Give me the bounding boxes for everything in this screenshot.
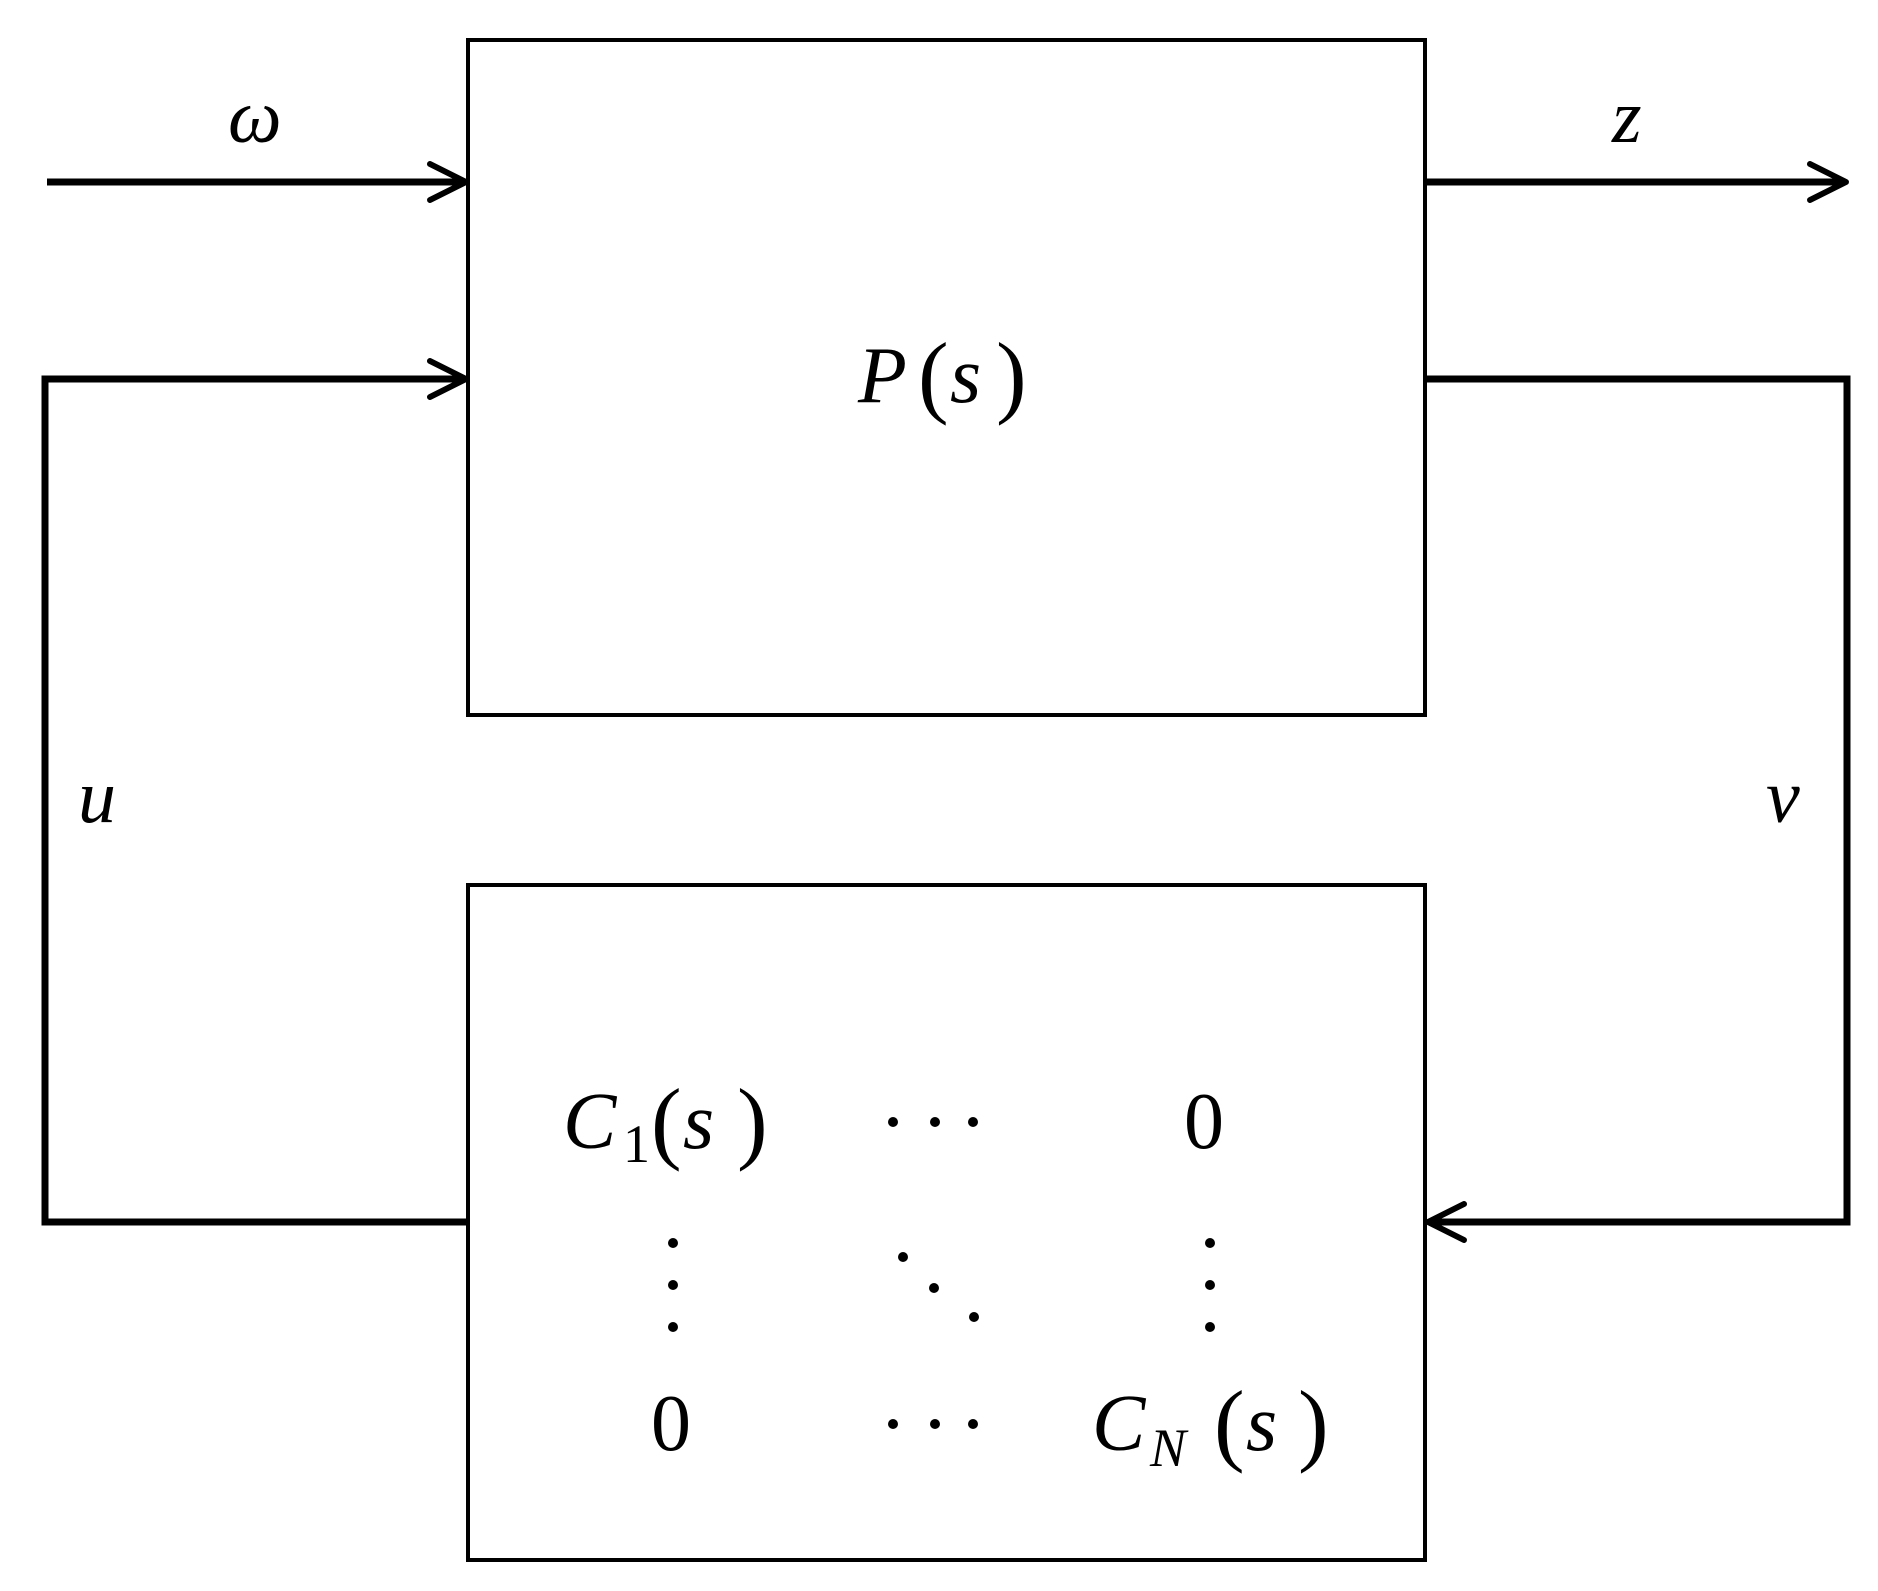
plant-symbol: P: [857, 332, 907, 420]
plant-argument: s: [950, 332, 981, 420]
right-column-ellipsis-icon: [1205, 1238, 1215, 1332]
disturbance-label: ω: [228, 75, 282, 159]
c1-symbol: C: [563, 1078, 618, 1166]
control-input-arrowhead-icon: [427, 358, 469, 400]
disturbance-arrowhead-icon: [427, 161, 469, 203]
measured-output-loop: [1425, 375, 1851, 1226]
matrix-entry-c1: C 1 ( s ): [563, 1070, 768, 1174]
cn-open-paren: (: [1214, 1372, 1245, 1474]
diagonal-ellipsis-icon: [898, 1252, 979, 1322]
top-row-ellipsis-icon: [888, 1117, 978, 1127]
measured-output-label: v: [1766, 755, 1800, 839]
measured-output-arrowhead-icon: [1425, 1201, 1467, 1243]
c1-subscript: 1: [623, 1114, 650, 1174]
cn-subscript: N: [1149, 1418, 1189, 1478]
control-input-label: u: [78, 755, 116, 839]
matrix-entry-zero-bottom-left: 0: [651, 1380, 691, 1468]
left-column-ellipsis-icon: [668, 1238, 678, 1332]
cn-argument: s: [1246, 1380, 1277, 1468]
cn-close-paren: ): [1298, 1372, 1329, 1474]
matrix-entry-zero-top-right: 0: [1184, 1078, 1224, 1166]
control-input-loop: [41, 375, 468, 1226]
matrix-entry-cn: C N ( s ): [1092, 1372, 1329, 1478]
cn-symbol: C: [1092, 1380, 1147, 1468]
controller-block: [466, 883, 1427, 1562]
plant-open-paren: (: [918, 324, 949, 426]
plant-transfer-function: P ( s ): [857, 324, 1027, 426]
controller-matrix: C 1 ( s ) 0: [563, 1070, 1329, 1478]
c1-close-paren: ): [737, 1070, 768, 1172]
c1-argument: s: [683, 1078, 714, 1166]
performance-arrowhead-icon: [1807, 161, 1849, 203]
c1-open-paren: (: [651, 1070, 682, 1172]
performance-output-label: z: [1611, 75, 1642, 159]
bottom-row-ellipsis-icon: [888, 1419, 978, 1429]
plant-close-paren: ): [996, 324, 1027, 426]
